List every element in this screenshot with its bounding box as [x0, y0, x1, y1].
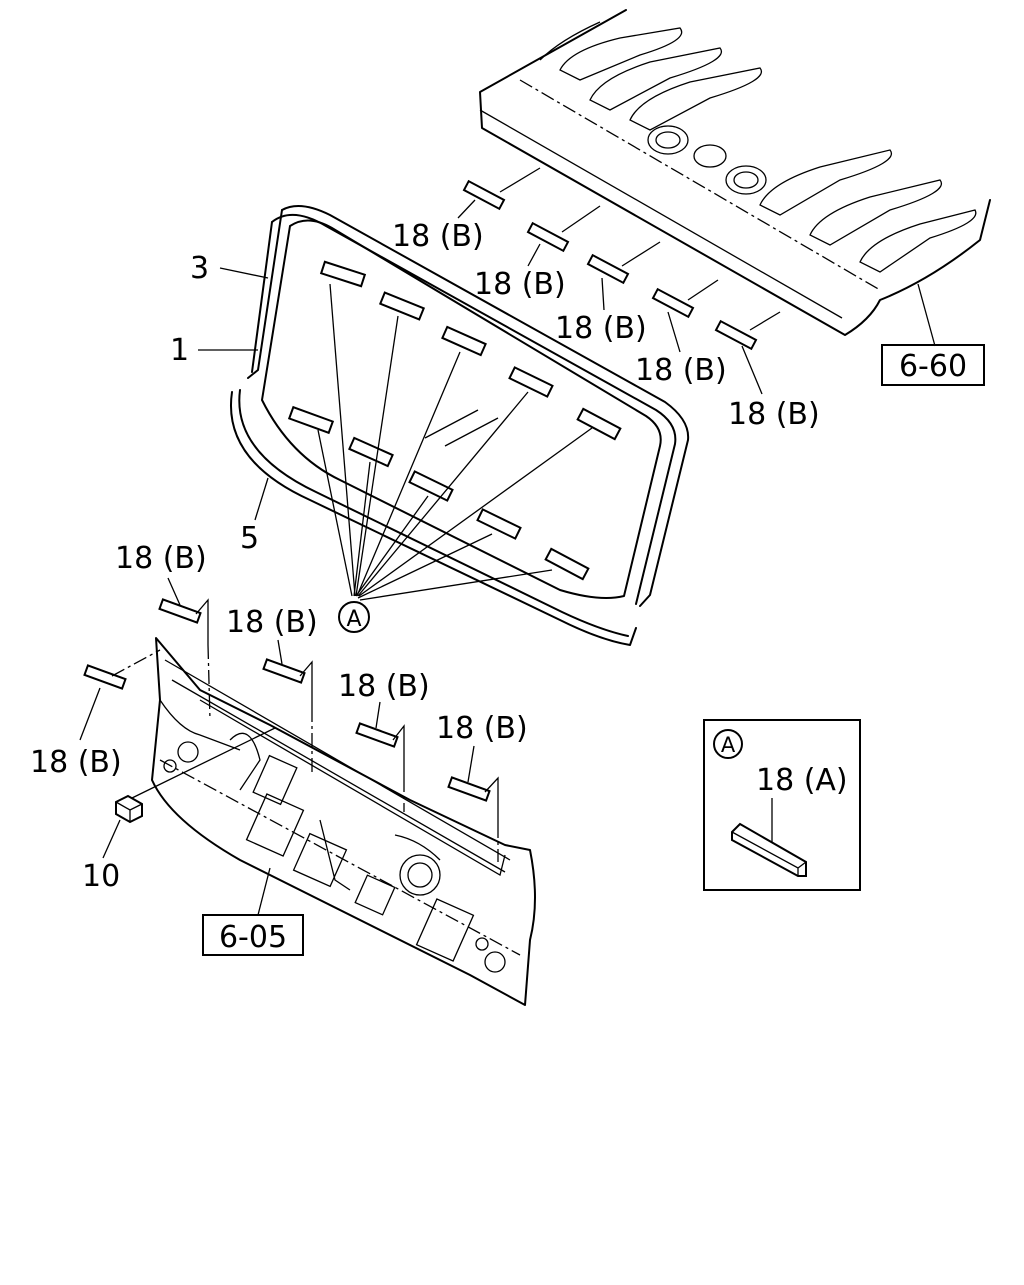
reference-roof-panel[interactable]: 6-60: [881, 344, 985, 386]
label-spacer-b-dash-5: 18 (B): [30, 745, 122, 780]
detail-a-inset: A 18 (A): [703, 719, 861, 891]
detail-a-marker-label: A: [346, 607, 361, 632]
reference-roof-panel-label: 6-60: [899, 349, 967, 384]
label-glass: 1: [170, 333, 189, 368]
dam-strip: [230, 389, 637, 646]
roof-panel: [479, 9, 991, 336]
reference-dash-panel[interactable]: 6-05: [202, 914, 304, 956]
label-spacer-b-roof-2: 18 (B): [474, 267, 566, 302]
reference-dash-panel-label: 6-05: [219, 920, 287, 955]
dash-panel: [151, 637, 536, 1006]
label-spacer-a: 18 (A): [756, 763, 848, 798]
label-spacer-b-roof-4: 18 (B): [635, 353, 727, 388]
label-spacer-b-dash-2: 18 (B): [226, 605, 318, 640]
leaders-to-detail-a: [317, 283, 593, 601]
dam-leader: [254, 477, 269, 521]
dash-spacers: [79, 577, 499, 862]
label-molding: 3: [190, 251, 209, 286]
label-clip: 10: [82, 859, 120, 894]
label-spacer-b-roof-1: 18 (B): [392, 219, 484, 254]
glass-spacers: [287, 260, 622, 581]
detail-a-marker[interactable]: A: [338, 601, 370, 633]
windshield-glass: [247, 205, 690, 607]
detail-a-inset-marker: A: [721, 733, 736, 757]
label-spacer-b-dash-4: 18 (B): [436, 711, 528, 746]
roof-spacers: [457, 167, 781, 395]
label-spacer-b-dash-3: 18 (B): [338, 669, 430, 704]
label-spacer-b-roof-3: 18 (B): [555, 311, 647, 346]
roof-panel-leader: [917, 283, 936, 347]
molding-leader: [219, 267, 269, 279]
label-dam: 5: [240, 521, 259, 556]
label-spacer-b-roof-5: 18 (B): [728, 397, 820, 432]
dash-clip: [102, 727, 276, 859]
dash-panel-leader: [257, 867, 271, 916]
label-spacer-b-dash-1: 18 (B): [115, 541, 207, 576]
